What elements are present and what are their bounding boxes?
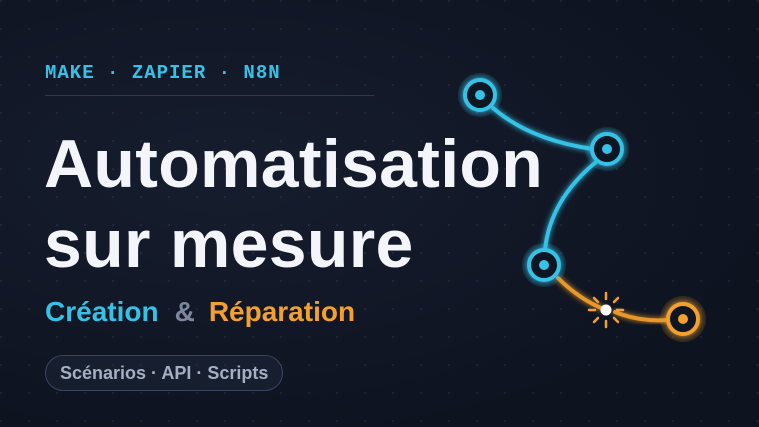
spark-icon xyxy=(587,291,625,329)
tags-pill: Scénarios · API · Scripts xyxy=(45,355,284,391)
subtitle-ampersand: & xyxy=(174,296,195,327)
workflow-node-icon xyxy=(522,243,566,287)
connector-4 xyxy=(613,310,670,323)
platforms-kicker: MAKE · ZAPIER · N8N xyxy=(45,62,281,84)
kicker-divider xyxy=(45,95,374,96)
connector-1 xyxy=(491,106,595,151)
page-title: Automatisation sur mesure xyxy=(44,124,543,284)
subtitle: Création&Réparation xyxy=(45,296,355,328)
connector-2 xyxy=(543,160,598,252)
connector-3 xyxy=(556,276,608,312)
subtitle-reparation: Réparation xyxy=(208,296,356,327)
title-line-2: sur mesure xyxy=(44,206,414,282)
subtitle-creation: Création xyxy=(45,296,159,327)
workflow-node-icon xyxy=(585,127,629,171)
workflow-node-icon xyxy=(660,296,706,342)
workflow-node-icon xyxy=(458,73,502,117)
title-line-1: Automatisation xyxy=(44,126,544,202)
